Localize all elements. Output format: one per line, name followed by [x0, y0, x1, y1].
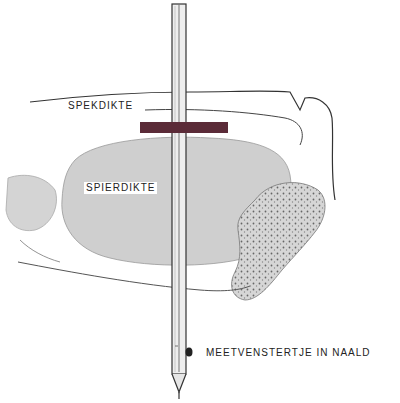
probe-needle: [172, 4, 186, 374]
tissue-line: [20, 240, 60, 262]
fat-thickness-label: SPEKDIKTE: [66, 100, 135, 112]
muscle-thickness-label: SPIERDIKTE: [84, 182, 157, 194]
window-label: MEETVENSTERTJE IN NAALD: [204, 347, 373, 359]
needle-point: [178, 392, 179, 399]
depth-stop: [140, 122, 228, 133]
needle-mark: [175, 346, 178, 347]
measuring-window: [186, 348, 193, 357]
needle-tip: [172, 374, 186, 392]
rib-line: [18, 262, 250, 291]
needle-highlight: [175, 6, 176, 372]
vertebra: [232, 183, 325, 300]
side-muscle: [6, 175, 56, 230]
needle-core: [179, 4, 180, 372]
